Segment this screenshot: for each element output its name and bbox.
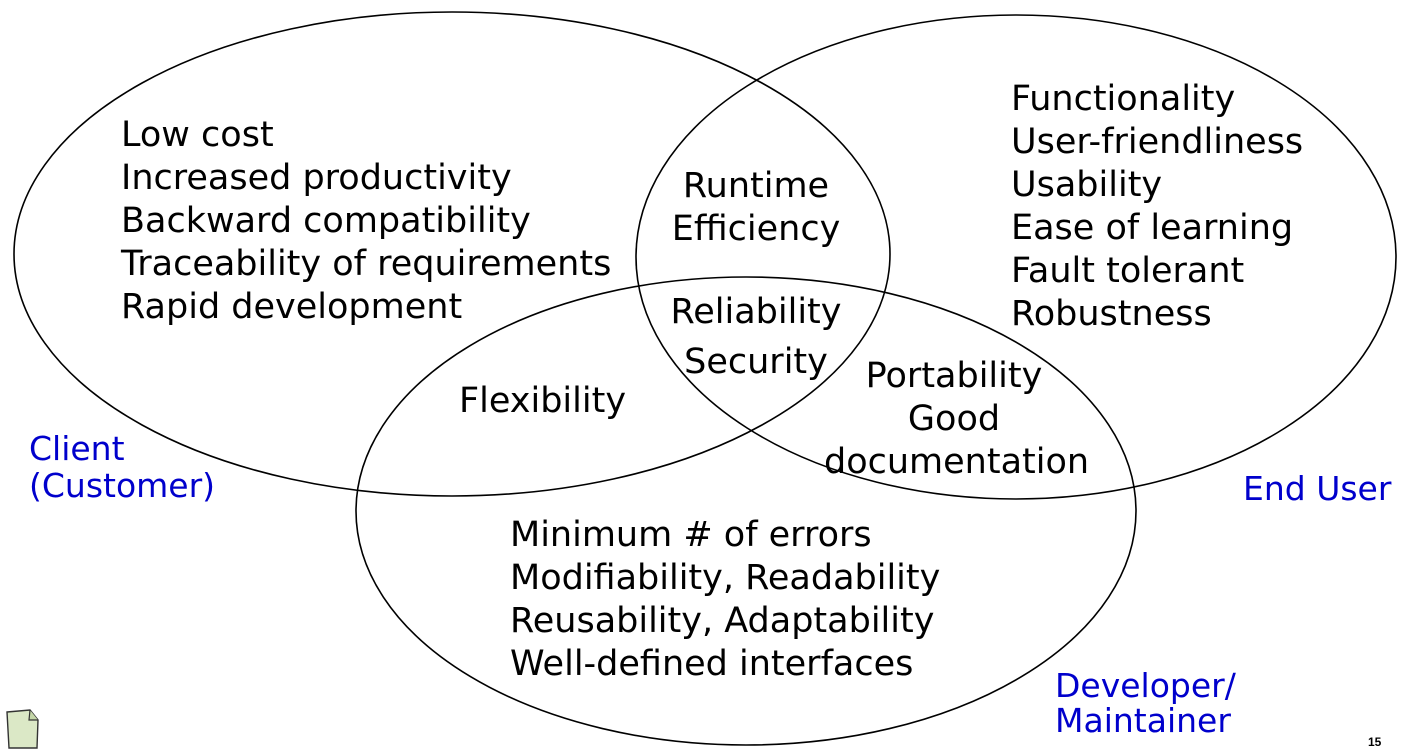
list-item: Backward compatibility: [121, 201, 531, 241]
list-item: Well-defined interfaces: [510, 644, 914, 684]
role-label-line: (Customer): [29, 466, 216, 505]
list-item: Robustness: [1011, 294, 1212, 334]
note-icon[interactable]: [4, 708, 40, 750]
list-item: Rapid development: [121, 287, 463, 327]
list-item: Good: [907, 399, 1001, 439]
end-user-ellipse: [635, 14, 1397, 500]
list-item: Runtime: [682, 166, 830, 206]
list-item: Traceability of requirements: [121, 244, 612, 284]
list-item: Security: [684, 342, 828, 382]
list-item: Reusability, Adaptability: [510, 601, 935, 641]
client-ellipse: [13, 11, 891, 497]
all-three-overlap: Reliability Security: [656, 287, 856, 387]
list-item: Fault tolerant: [1011, 251, 1245, 291]
list-item: Minimum # of errors: [510, 515, 872, 555]
list-item: Modifiability, Readability: [510, 558, 941, 598]
list-item: Ease of learning: [1011, 208, 1294, 248]
end-user-developer-overlap: Portability Good documentation: [824, 355, 1090, 484]
end-user-role-label: End User: [1243, 469, 1392, 508]
role-label-line: Developer/: [1055, 666, 1236, 705]
role-label-line: Maintainer: [1055, 701, 1231, 740]
list-item: Portability: [865, 356, 1043, 396]
list-item: Usability: [1011, 165, 1163, 205]
client-role-label: Client (Customer): [29, 430, 215, 504]
developer-requirements: Minimum # of errors Modifiability, Reada…: [510, 514, 940, 686]
client-requirements: Low cost Increased productivity Backward…: [121, 114, 611, 329]
developer-role-label: Developer/ Maintainer: [1055, 668, 1236, 738]
list-item: Functionality: [1011, 79, 1236, 119]
end-user-requirements: Functionality User-friendliness Usabilit…: [1011, 78, 1303, 336]
list-item: documentation: [824, 442, 1090, 482]
client-developer-overlap: Flexibility: [459, 380, 626, 423]
developer-ellipse: [355, 276, 1137, 746]
client-end-user-overlap: Runtime Efficiency: [656, 165, 856, 251]
list-item: Flexibility: [459, 381, 627, 421]
list-item: Reliability: [670, 292, 842, 332]
page-number: 15: [1368, 735, 1382, 749]
list-item: Increased productivity: [121, 158, 512, 198]
list-item: Low cost: [121, 115, 274, 155]
role-label-line: Client: [29, 429, 125, 468]
list-item: Efficiency: [671, 209, 841, 249]
list-item: User-friendliness: [1011, 122, 1304, 162]
